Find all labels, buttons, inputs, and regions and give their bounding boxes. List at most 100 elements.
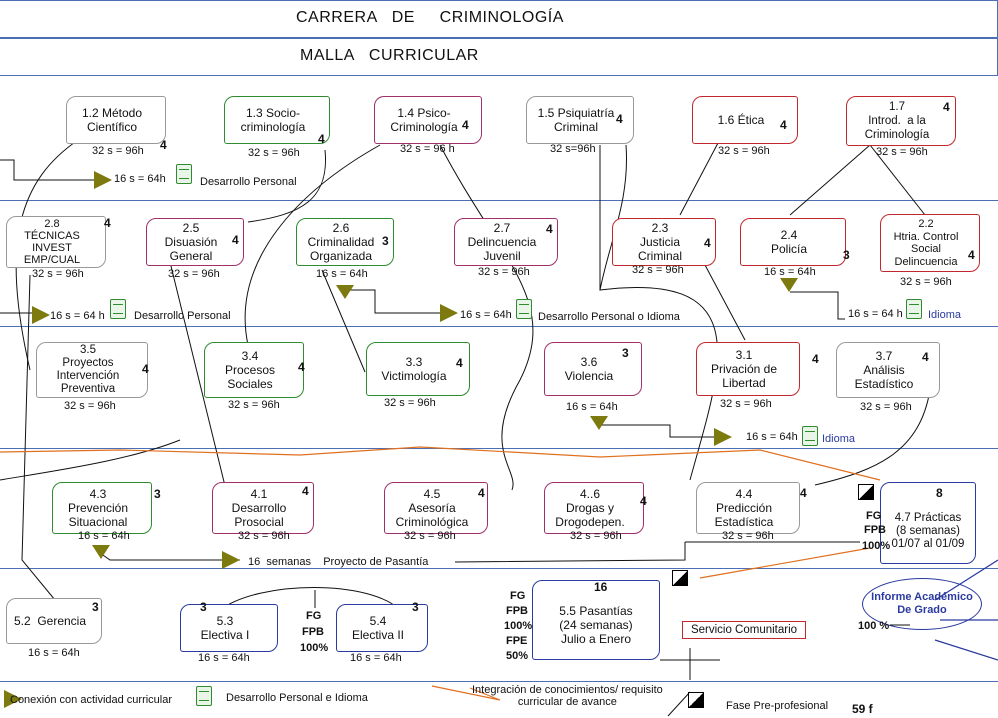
course-title: 4.7 Prácticas (8 semanas) 01/07 al 01/09	[891, 511, 965, 550]
course-1-2: 1.2 Método Científico	[66, 96, 166, 144]
clipboard-icon	[110, 299, 126, 319]
fpb-percent: 100%	[504, 620, 533, 632]
course-hours: 16 s = 64h	[198, 652, 250, 664]
clipboard-icon	[176, 164, 192, 184]
course-hours: 32 s = 96h	[718, 145, 770, 157]
course-hours: 16 s = 64h	[350, 652, 402, 664]
pasantia-project-label: 16 semanas Proyecto de Pasantía	[248, 556, 429, 568]
credits-badge: 4	[800, 486, 807, 500]
note-label: Desarrollo Personal	[134, 310, 231, 322]
credits-badge: 3	[412, 600, 419, 614]
course-title: 3.3 Victimología	[381, 355, 447, 383]
legend-conexion: Conexión con actividad curricular	[10, 694, 173, 706]
course-title: 4.1 Desarrollo Prosocial	[231, 487, 287, 529]
connection-triangle	[336, 285, 354, 299]
servicio-comunitario: Servicio Comunitario	[682, 621, 806, 639]
course-title: 5.2 Gerencia	[13, 614, 87, 628]
credits-badge: 4	[302, 484, 309, 498]
course-4-5: 4.5 Asesoría Criminológica	[384, 482, 488, 534]
credits-badge: 4	[478, 486, 485, 500]
course-hours: 32 s = 96 h	[400, 143, 455, 155]
course-hours: 32 s = 96h	[876, 146, 928, 158]
malla-title: MALLA CURRICULAR	[300, 47, 479, 64]
course-hours: 32 s = 96h	[168, 268, 220, 280]
preprofessional-flag-icon	[858, 484, 874, 500]
band-divider-2	[0, 326, 998, 327]
course-hours: 32 s = 96h	[248, 147, 300, 159]
course-3-3: 3.3 Victimología	[366, 342, 470, 396]
fpe-percent: 50%	[506, 650, 529, 662]
course-2-5: 2.5 Disuasión General	[146, 218, 244, 266]
course-title: 4..6 Drogas y Drogodepen.	[555, 487, 625, 529]
legend-clipboard-icon	[196, 686, 212, 706]
credits-badge: 4	[160, 138, 167, 152]
course-hours: 32 s = 96h	[860, 401, 912, 413]
course-title: 1.6 Ética	[717, 113, 765, 127]
course-title: 2.8 TÉCNICAS INVEST EMP/CUAL	[23, 218, 81, 266]
course-1-6: 1.6 Ética	[692, 96, 798, 144]
legend-triangle-icon	[4, 690, 22, 708]
connection-triangle	[32, 306, 50, 324]
credits-badge: 3	[92, 600, 99, 614]
course-hours: 32 s = 96h	[92, 145, 144, 157]
course-5-2: 5.2 Gerencia	[6, 598, 102, 644]
course-hours: 32 s = 96h	[32, 268, 84, 280]
course-1-7: 1.7 Introd. a la Criminología	[846, 96, 956, 146]
course-title: 1.3 Socio- criminología	[240, 106, 306, 134]
band-divider-1	[0, 200, 998, 201]
credits-badge: 3	[154, 487, 161, 501]
credits-badge: 4	[232, 233, 239, 247]
credits-badge: 4	[318, 132, 325, 146]
course-title: 1.7 Introd. a la Criminología	[864, 101, 930, 141]
course-title: 2.6 Criminalidad Organizada	[307, 221, 375, 263]
legend-fase: Fase Pre-profesional	[726, 700, 829, 712]
course-2-7: 2.7 Delincuencia Juvenil	[454, 218, 558, 266]
credits-badge: 4	[640, 494, 647, 508]
dp-label: Desarrollo Personal	[200, 176, 297, 188]
course-title: 3.4 Procesos Sociales	[224, 349, 276, 391]
course-4-3: 4.3 Prevención Situacional	[52, 482, 152, 534]
course-2-8: 2.8 TÉCNICAS INVEST EMP/CUAL	[6, 216, 106, 268]
credits-badge: 3	[382, 234, 389, 248]
band-divider-3	[0, 448, 998, 449]
connection-triangle	[440, 304, 458, 322]
informe-academico: Informe Académico De Grado	[862, 578, 982, 630]
course-hours: 32 s = 96h	[384, 397, 436, 409]
credits-badge: 3	[622, 346, 629, 360]
course-title: 4.4 Predicción Estadística	[714, 487, 774, 529]
note-label: Idioma	[822, 433, 856, 445]
credits-badge: 4	[943, 100, 950, 114]
credits-badge: 8	[936, 486, 943, 500]
credits-badge: 4	[142, 362, 149, 376]
credits-badge: 4	[812, 352, 819, 366]
course-hours: 32 s = 96h	[228, 399, 280, 411]
fpb-label: FPB	[302, 626, 324, 638]
course-title: 2.3 Justicia Criminal	[637, 221, 682, 263]
credits-badge: 4	[780, 118, 787, 132]
dp-hours: 16 s = 64h	[114, 173, 166, 185]
credits-badge: 4	[922, 350, 929, 364]
fg-label: FG	[510, 590, 526, 602]
clipboard-icon	[802, 426, 818, 446]
career-title: CARRERA DE CRIMINOLOGÍA	[296, 9, 564, 26]
clipboard-icon	[516, 299, 532, 319]
course-hours: 16 s = 64h	[566, 401, 618, 413]
credits-badge: 3	[200, 600, 207, 614]
legend-flag-icon	[688, 692, 704, 708]
course-4-1: 4.1 Desarrollo Prosocial	[212, 482, 314, 534]
informe-label: Informe Académico De Grado	[871, 591, 973, 616]
course-title: 2.7 Delincuencia Juvenil	[467, 221, 537, 263]
course-5-5: 5.5 Pasantías (24 semanas) Julio a Enero	[532, 580, 660, 660]
fg-label: FG	[866, 510, 882, 522]
course-hours: 32 s = 96h	[570, 530, 622, 542]
fpe-label: FPE	[506, 635, 528, 647]
fpb-percent: 100%	[862, 540, 891, 552]
course-4-4: 4.4 Predicción Estadística	[696, 482, 800, 534]
course-hours: 16 s = 64h	[316, 268, 368, 280]
band-divider-4	[0, 568, 998, 569]
note-hours: 16 s = 64h	[460, 309, 512, 321]
credits-badge: 4	[456, 356, 463, 370]
credits-badge: 4	[616, 112, 623, 126]
course-2-3: 2.3 Justicia Criminal	[612, 218, 716, 266]
servicio-label: Servicio Comunitario	[690, 624, 798, 636]
